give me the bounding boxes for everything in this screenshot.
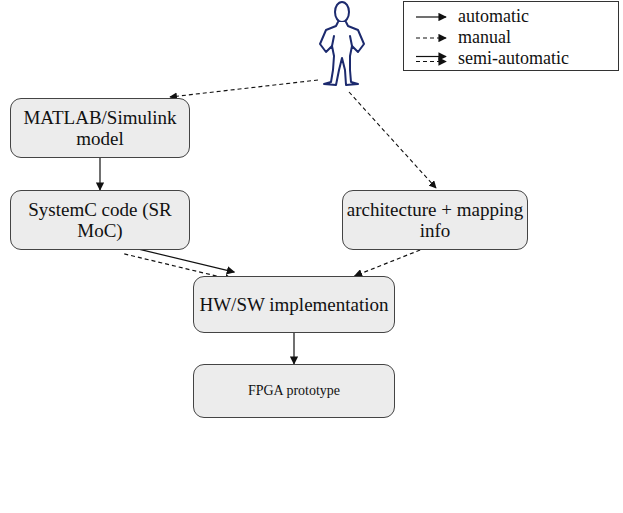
box-label: FPGA prototype xyxy=(248,383,340,399)
legend-text: automatic xyxy=(458,6,529,27)
connector-arrow xyxy=(100,158,101,190)
connector-line xyxy=(293,333,294,364)
connector-arrow xyxy=(355,250,421,276)
manual-arrow xyxy=(349,92,436,188)
process-box: SystemC code (SR MoC) xyxy=(10,190,190,250)
legend-text: manual xyxy=(458,27,511,48)
process-box: architecture + mapping info xyxy=(342,190,528,250)
connector-arrow xyxy=(294,333,295,364)
box-label: MATLAB/Simulink model xyxy=(11,107,189,150)
legend: automaticmanualsemi-automatic xyxy=(403,1,619,71)
person-icon xyxy=(320,2,364,85)
connector-line xyxy=(126,246,234,272)
connector-line xyxy=(416,60,446,61)
manual-arrow xyxy=(170,80,318,97)
box-label: SystemC code (SR MoC) xyxy=(11,199,189,242)
box-label: architecture + mapping info xyxy=(343,199,527,242)
legend-sample xyxy=(412,52,452,66)
connector-line xyxy=(416,16,446,17)
connector-line xyxy=(355,250,421,276)
legend-row: semi-automatic xyxy=(412,48,610,69)
box-label: HW/SW implementation xyxy=(199,294,388,315)
process-box: HW/SW implementation xyxy=(193,276,395,333)
connector-line xyxy=(99,158,100,190)
legend-row: automatic xyxy=(412,6,610,27)
process-box: FPGA prototype xyxy=(193,364,395,418)
connector-arrow xyxy=(124,246,234,280)
connector-line xyxy=(416,55,446,56)
legend-row: manual xyxy=(412,27,610,48)
connector-line xyxy=(416,37,446,38)
legend-sample xyxy=(412,10,452,24)
process-box: MATLAB/Simulink model xyxy=(10,98,190,158)
legend-text: semi-automatic xyxy=(458,48,569,69)
legend-sample xyxy=(412,31,452,45)
